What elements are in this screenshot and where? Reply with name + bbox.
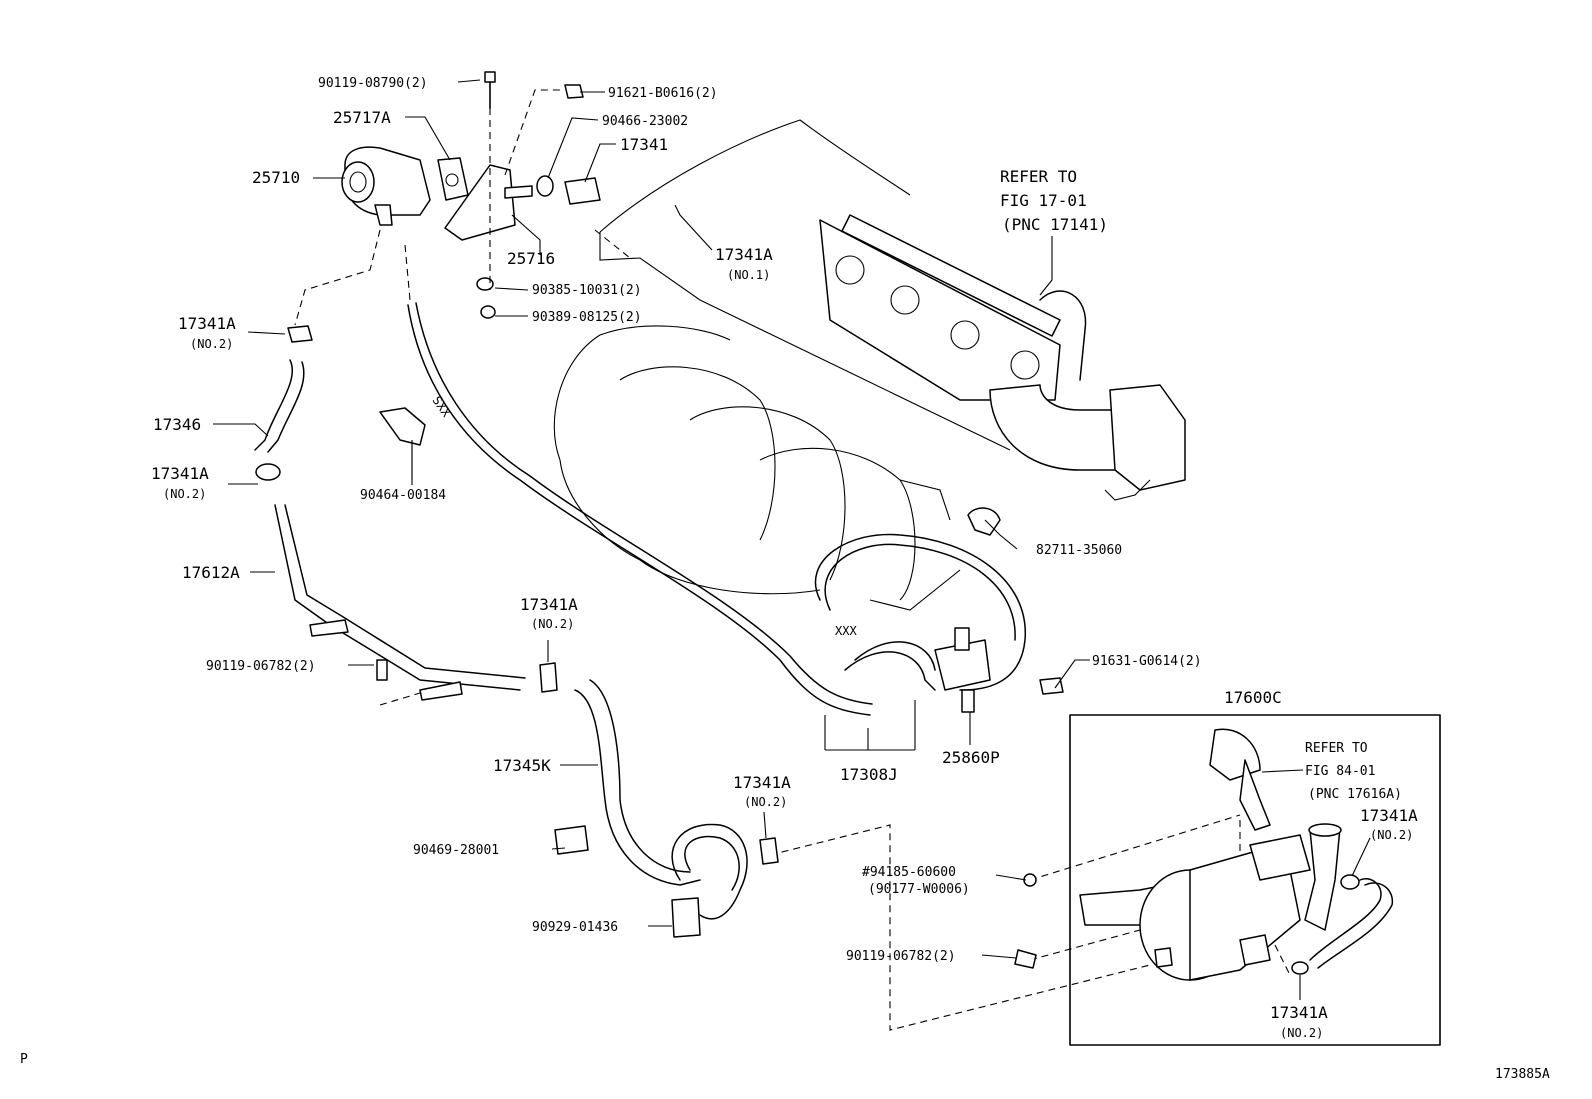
label-17600c: 17600C bbox=[1224, 688, 1282, 707]
label-90119-08790: 90119-08790(2) bbox=[318, 76, 428, 91]
assembly-dash-lines bbox=[294, 89, 1291, 1031]
label-17341a-mid-sub: (NO.2) bbox=[531, 617, 574, 631]
engine-outline bbox=[553, 119, 1011, 611]
hose-marking-2: XXX bbox=[835, 624, 857, 638]
label-refer-fig17-1: REFER TO bbox=[1000, 167, 1077, 186]
label-90469-28001: 90469-28001 bbox=[413, 843, 499, 858]
label-94185-60600: #94185-60600 bbox=[862, 865, 956, 880]
label-17341a-left1-sub: (NO.2) bbox=[190, 337, 233, 351]
label-17341a-low-sub: (NO.2) bbox=[744, 795, 787, 809]
label-17341a-left2: 17341A bbox=[151, 464, 209, 483]
figure-id: 173885A bbox=[1495, 1067, 1550, 1082]
air-pump-frame bbox=[1069, 714, 1441, 1046]
label-17341a-bottom: 17341A bbox=[1270, 1003, 1328, 1022]
label-refer-fig84-2: FIG 84-01 bbox=[1305, 764, 1375, 779]
label-90464-00184: 90464-00184 bbox=[360, 488, 446, 503]
air-pump-assembly bbox=[1014, 714, 1441, 1046]
air-switching-valve bbox=[341, 71, 601, 319]
label-25710: 25710 bbox=[252, 168, 300, 187]
label-90119-06782-right: 90119-06782(2) bbox=[846, 949, 956, 964]
label-90177-w0006: (90177-W0006) bbox=[868, 882, 970, 897]
label-17341a-right: 17341A bbox=[1360, 806, 1418, 825]
label-17341a-no1: 17341A bbox=[715, 245, 773, 264]
label-17345k: 17345K bbox=[493, 756, 551, 775]
label-refer-fig17-2: FIG 17-01 bbox=[1000, 191, 1087, 210]
label-25716: 25716 bbox=[507, 249, 555, 268]
corner-letter: P bbox=[20, 1052, 28, 1067]
label-90119-06782-left: 90119-06782(2) bbox=[206, 659, 316, 674]
label-25717a: 25717A bbox=[333, 108, 391, 127]
label-90929-01436: 90929-01436 bbox=[532, 920, 618, 935]
vsv-25860p bbox=[934, 507, 1064, 713]
hoses-left bbox=[254, 325, 526, 701]
label-17612a: 17612A bbox=[182, 563, 240, 582]
hose-17345k bbox=[539, 662, 779, 938]
label-17308j: 17308J bbox=[840, 765, 898, 784]
label-90389-08125: 90389-08125(2) bbox=[532, 310, 642, 325]
label-17341a-right-sub: (NO.2) bbox=[1370, 828, 1413, 842]
label-refer-fig84-1: REFER TO bbox=[1305, 741, 1368, 756]
leader-lines bbox=[213, 79, 1371, 1000]
label-refer-fig84-3: (PNC 17616A) bbox=[1308, 787, 1402, 802]
vacuum-hose-17308j bbox=[407, 302, 1026, 716]
label-91621-b0616: 91621-B0616(2) bbox=[608, 86, 718, 101]
part-labels: 90119-08790(2) 91621-B0616(2) 25717A 904… bbox=[20, 76, 1550, 1082]
label-82711-35060: 82711-35060 bbox=[1036, 543, 1122, 558]
label-90466-23002: 90466-23002 bbox=[602, 114, 688, 129]
label-17341a-no1-sub: (NO.1) bbox=[727, 268, 770, 282]
label-17341a-bottom-sub: (NO.2) bbox=[1280, 1026, 1323, 1040]
label-91631-g0614: 91631-G0614(2) bbox=[1092, 654, 1202, 669]
label-17346: 17346 bbox=[153, 415, 201, 434]
exhaust-manifold bbox=[819, 214, 1186, 501]
hose-marking-1: SXX bbox=[430, 394, 454, 420]
label-90385-10031: 90385-10031(2) bbox=[532, 283, 642, 298]
label-17341: 17341 bbox=[620, 135, 668, 154]
label-refer-fig17-3: (PNC 17141) bbox=[1002, 215, 1108, 234]
label-25860p: 25860P bbox=[942, 748, 1000, 767]
label-17341a-left1: 17341A bbox=[178, 314, 236, 333]
label-17341a-mid: 17341A bbox=[520, 595, 578, 614]
label-17341a-left2-sub: (NO.2) bbox=[163, 487, 206, 501]
label-17341a-low: 17341A bbox=[733, 773, 791, 792]
